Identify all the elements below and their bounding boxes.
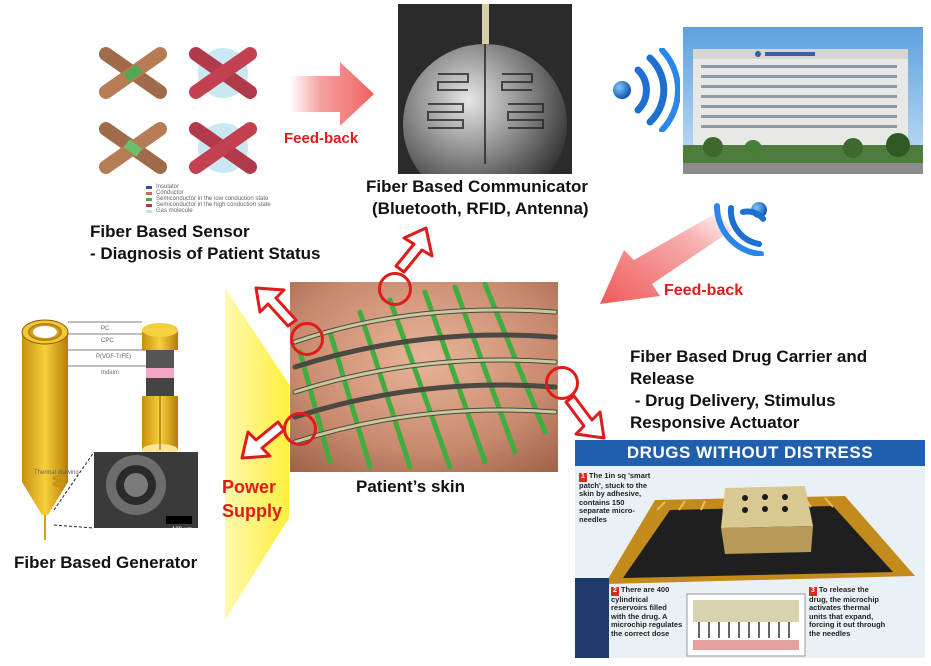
highlight-circle-sensor xyxy=(290,322,324,356)
drug-callout-3-number: 3 xyxy=(809,587,817,596)
highlight-circle-communicator xyxy=(378,272,412,306)
communicator-subtitle: (Bluetooth, RFID, Antenna) xyxy=(372,199,589,218)
drug-callout-1-text: The 1in sq 'smart patch', stuck to the s… xyxy=(579,471,651,524)
generator-illustration xyxy=(21,319,198,540)
generator-scale-bar: 100 μm xyxy=(172,527,193,533)
generator-layer-pvdf: P(VDF-TrFE) xyxy=(96,354,132,360)
arrow-to-communicator xyxy=(394,226,434,274)
drug-callout-1-number: 1 xyxy=(579,473,587,482)
drug-callout-2-number: 2 xyxy=(611,587,619,596)
wifi-icon xyxy=(613,48,680,132)
sensor-legend-2: Conductor xyxy=(156,190,184,196)
drug-panel-header xyxy=(575,440,925,466)
feedback-label-top: Feed-back xyxy=(284,130,359,147)
sensor-legend-3: Semiconductor in the low conduction stat… xyxy=(156,196,269,202)
communicator-figure xyxy=(398,4,572,174)
generator-figure: PC CPC P(VDF-TrFE) Indium Thermal drawin… xyxy=(6,310,220,545)
sensor-legend-4: Semiconductor in the high conduction sta… xyxy=(156,202,271,208)
generator-drawing-label: Thermal drawing xyxy=(34,470,79,476)
drug-title-line2: Release xyxy=(630,369,695,388)
drug-callout-3-text: To release the drug, the microchip activ… xyxy=(809,585,886,638)
highlight-circle-drug xyxy=(545,366,579,400)
hospital-building xyxy=(683,27,923,174)
arrow-to-sensor xyxy=(254,286,298,328)
communicator-dome xyxy=(398,4,572,174)
communicator-title: Fiber Based Communicator xyxy=(366,177,588,196)
generator-layer-cpc: CPC xyxy=(101,338,114,344)
feedback-label-right: Feed-back xyxy=(664,282,744,299)
drug-microchip xyxy=(575,486,915,658)
arrow-to-generator xyxy=(240,420,286,460)
skin-label: Patient’s skin xyxy=(356,477,465,496)
drug-title-line1: Fiber Based Drug Carrier and xyxy=(630,347,868,366)
sensor-figure: Insulator Conductor Semiconductor in the… xyxy=(88,18,278,223)
highlight-circle-generator xyxy=(283,412,317,446)
power-supply-line2: Supply xyxy=(222,501,283,521)
skin-figure xyxy=(290,282,558,472)
sensor-illustration xyxy=(98,47,258,213)
drug-title-line4: Responsive Actuator xyxy=(630,413,800,432)
hospital-photo xyxy=(683,27,923,174)
generator-layer-indium: Indium xyxy=(101,370,120,376)
sensor-legend-5: Gas molecule xyxy=(156,208,193,214)
drug-panel-title: DRUGS WITHOUT DISTRESS xyxy=(626,443,874,462)
drug-callout-2-text: There are 400 cylindrical reservoirs fil… xyxy=(611,585,683,638)
generator-layer-pc: PC xyxy=(101,326,110,332)
feedback-arrow-top xyxy=(290,62,374,126)
wifi-signal-icon xyxy=(713,202,767,256)
power-supply-line1: Power xyxy=(222,477,277,497)
drug-title-line3: - Drug Delivery, Stimulus xyxy=(630,391,836,410)
feedback-arrow-right xyxy=(600,212,732,304)
sensor-title: Fiber Based Sensor xyxy=(90,222,250,241)
arrow-to-drug xyxy=(564,394,606,440)
drug-patch-figure: DRUGS WITHOUT DISTRESS xyxy=(575,440,925,658)
skin-fiber-mesh xyxy=(290,282,558,472)
sensor-subtitle: - Diagnosis of Patient Status xyxy=(90,244,321,263)
generator-title: Fiber Based Generator xyxy=(14,553,198,572)
sensor-legend-1: Insulator xyxy=(156,184,180,190)
